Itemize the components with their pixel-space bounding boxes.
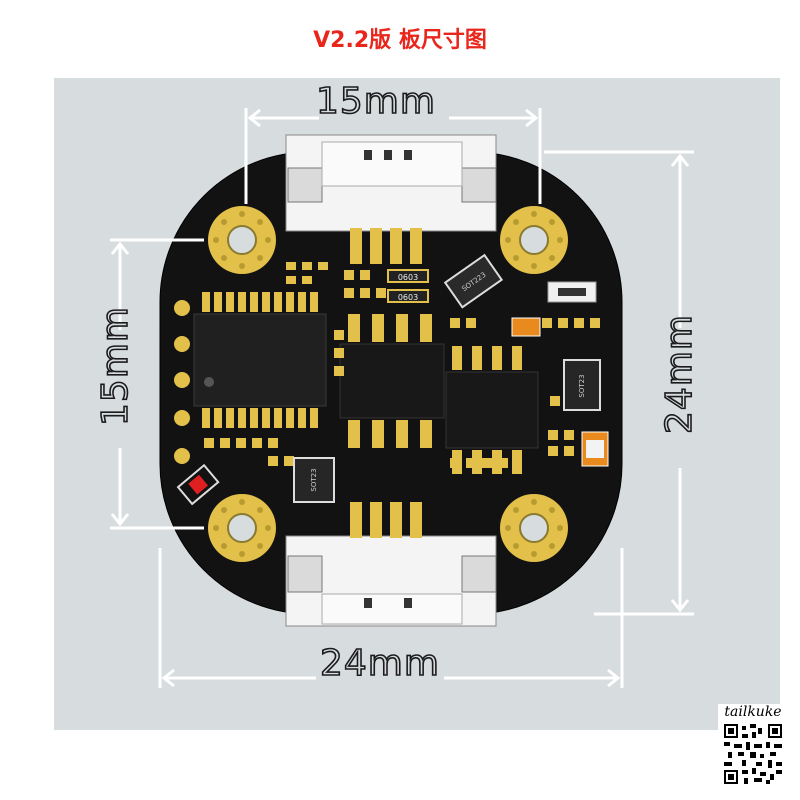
component-top-right-strip bbox=[547, 281, 597, 303]
dimension-label-bottom-width: 24mm bbox=[319, 643, 440, 684]
capacitor-orange-2 bbox=[581, 431, 609, 467]
pcb-drawing: 0603 0603 SOT223 SOT23 SOT23 bbox=[110, 108, 694, 688]
top-connector-pads bbox=[350, 228, 422, 264]
svg-text:0603: 0603 bbox=[398, 293, 418, 302]
mounting-hole-top-left bbox=[208, 206, 276, 274]
ic-sot223: SOT223 bbox=[443, 253, 504, 309]
bottom-connector bbox=[285, 535, 497, 627]
dimension-label-top-width: 15mm bbox=[315, 81, 436, 122]
page-title: V2.2版 板尺寸图 bbox=[313, 28, 487, 53]
qr-code-icon bbox=[724, 724, 782, 784]
svg-text:0603: 0603 bbox=[398, 273, 418, 282]
passive-components bbox=[204, 262, 600, 468]
edge-pads-left bbox=[174, 300, 190, 464]
svg-text:SOT23: SOT23 bbox=[310, 468, 318, 491]
resistor-0603-1: 0603 bbox=[387, 269, 429, 283]
dimension-label-left-height: 15mm bbox=[94, 305, 137, 427]
top-connector bbox=[285, 134, 497, 232]
ic-sot23-bottom: SOT23 bbox=[293, 457, 335, 503]
ic-sot23-right: SOT23 bbox=[563, 359, 601, 411]
watermark: tailkuke bbox=[718, 704, 788, 790]
svg-text:SOT23: SOT23 bbox=[578, 374, 586, 397]
watermark-text: tailkuke bbox=[724, 704, 782, 720]
dimension-lines bbox=[110, 108, 694, 688]
bottom-connector-pads bbox=[350, 502, 422, 538]
ic-soic-left bbox=[193, 292, 327, 428]
mounting-hole-bottom-right bbox=[500, 494, 568, 562]
led-red bbox=[176, 463, 220, 506]
capacitor-orange-1 bbox=[511, 317, 541, 337]
ic-qfn-center bbox=[339, 314, 445, 448]
ic-qfn-right bbox=[445, 346, 539, 474]
mounting-hole-top-right bbox=[500, 206, 568, 274]
resistor-0603-2: 0603 bbox=[387, 289, 429, 303]
dimension-label-right-height: 24mm bbox=[658, 313, 701, 435]
mounting-hole-bottom-left bbox=[208, 494, 276, 562]
